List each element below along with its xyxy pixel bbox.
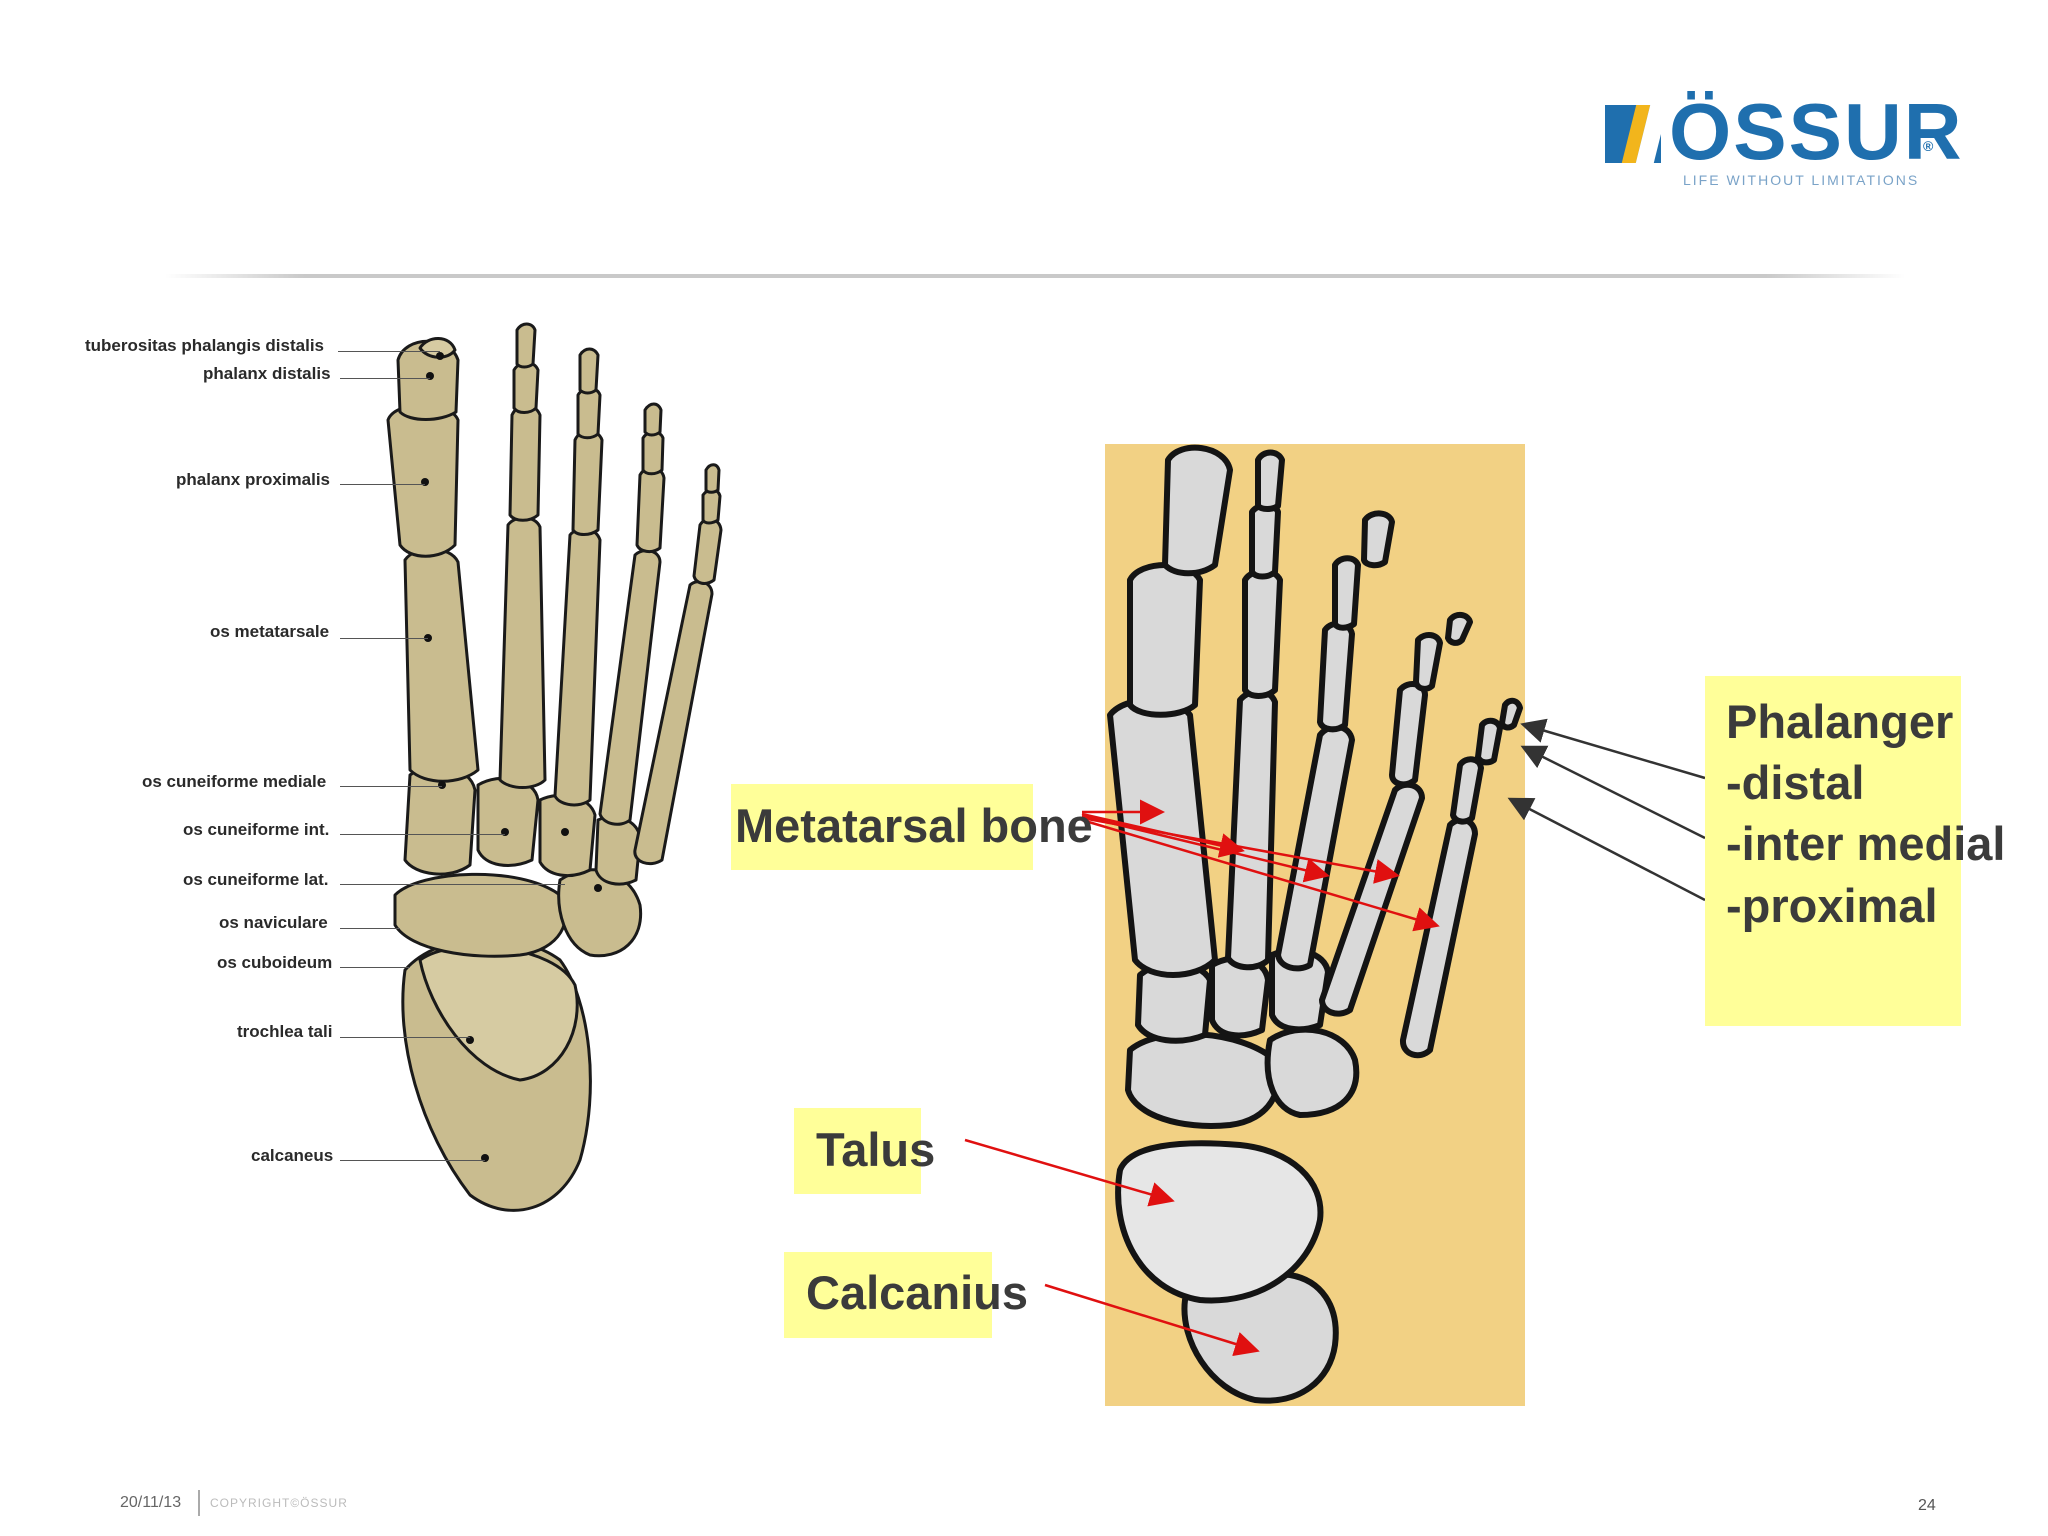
cuboid-bone-right bbox=[1264, 1026, 1360, 1118]
phalanger-inter-medial: -inter medial bbox=[1726, 817, 2006, 870]
label-calcaneus: calcaneus bbox=[251, 1146, 334, 1165]
ossur-logo: ÖSSUR ® LIFE WITHOUT LIMITATIONS bbox=[1605, 87, 1962, 200]
label-os-cuneiforme-mediale: os cuneiforme mediale bbox=[142, 772, 327, 791]
big-toe-distal-phalanx bbox=[396, 339, 460, 421]
metatarsal-3-right bbox=[1275, 723, 1355, 972]
leader-line bbox=[340, 638, 428, 639]
toe5-distal-phalanx bbox=[704, 463, 721, 494]
arrow-talus bbox=[964, 1138, 1175, 1207]
label-os-cuneiforme-int: os cuneiforme int. bbox=[183, 820, 330, 839]
arrow-metatarsal-4 bbox=[1081, 816, 1400, 884]
toe4-distal-right bbox=[1445, 612, 1473, 646]
arrow-phalanx-distal bbox=[1520, 718, 1706, 780]
label-os-cuboideum: os cuboideum bbox=[217, 953, 333, 972]
phalanger-title: Phalanger bbox=[1726, 695, 1954, 748]
toe5-distal-right bbox=[1499, 697, 1523, 731]
calcanius-callout-bg bbox=[784, 1252, 992, 1338]
navicular-bone-right bbox=[1125, 1031, 1281, 1129]
label-trochlea-tali: trochlea tali bbox=[237, 1022, 333, 1041]
toe2-proximal-right bbox=[1242, 568, 1283, 699]
label-os-metatarsale: os metatarsale bbox=[210, 622, 330, 641]
metatarsal-callout-bg bbox=[731, 784, 1033, 870]
logo-tagline: LIFE WITHOUT LIMITATIONS bbox=[1683, 172, 1920, 188]
footer-separator bbox=[198, 1490, 200, 1516]
label-os-cuneiforme-lat: os cuneiforme lat. bbox=[183, 870, 329, 889]
leader-line bbox=[340, 1037, 470, 1038]
toe3-proximal-right bbox=[1317, 620, 1355, 733]
phalanger-arrows bbox=[1507, 718, 1706, 902]
metatarsal-callout: Metatarsal bone bbox=[735, 799, 1093, 852]
label-phalanx-proximalis: phalanx proximalis bbox=[176, 470, 330, 489]
toe5-proximal-right bbox=[1450, 756, 1484, 825]
metatarsal-2-right bbox=[1225, 688, 1278, 971]
label-phalanx-distalis: phalanx distalis bbox=[203, 364, 331, 383]
big-toe-distal-right bbox=[1162, 444, 1233, 577]
arrow-phalanx-inter-medial bbox=[1520, 745, 1706, 840]
footer-date: 20/11/13 bbox=[120, 1494, 182, 1511]
leader-line bbox=[340, 967, 410, 968]
big-toe-proximal-right bbox=[1127, 562, 1203, 718]
toe2-distal-right bbox=[1255, 449, 1285, 512]
leader-line bbox=[340, 1160, 485, 1161]
leader-line bbox=[340, 928, 400, 929]
footer-copyright: COPYRIGHT©ÖSSUR bbox=[210, 1496, 348, 1510]
page-number: 24 bbox=[1918, 1497, 1936, 1514]
cuneiform-2-right bbox=[1209, 955, 1271, 1039]
toe4-middle-right bbox=[1413, 632, 1443, 692]
metatarsal-1-right bbox=[1107, 697, 1218, 978]
metatarsal-arrows bbox=[964, 799, 1440, 1357]
logo-registered-mark: ® bbox=[1923, 138, 1934, 154]
phalanger-proximal: -proximal bbox=[1726, 879, 1938, 932]
header-divider bbox=[165, 274, 1905, 278]
leader-line bbox=[340, 834, 505, 835]
toe2-middle-right bbox=[1249, 502, 1281, 580]
talus-callout: Talus bbox=[816, 1123, 936, 1176]
toe2-distal-phalanx bbox=[515, 322, 537, 369]
leader-line bbox=[340, 378, 430, 379]
logo-wordmark: ÖSSUR bbox=[1669, 87, 1964, 176]
label-tuberositas-phalangis-distalis: tuberositas phalangis distalis bbox=[85, 336, 325, 355]
toe3-middle-right bbox=[1332, 555, 1361, 631]
toe4-proximal-right bbox=[1389, 681, 1428, 788]
leader-line bbox=[340, 484, 425, 485]
arrow-metatarsal-5 bbox=[1081, 818, 1440, 932]
talus-callout-bg bbox=[794, 1108, 921, 1194]
arrow-calcanius bbox=[1044, 1283, 1260, 1357]
phalanger-distal: -distal bbox=[1726, 756, 1865, 809]
logo-mark-icon bbox=[1605, 105, 1669, 163]
calcanius-callout: Calcanius bbox=[806, 1266, 1029, 1319]
leader-line bbox=[340, 884, 565, 885]
toe5-middle-right bbox=[1475, 717, 1503, 766]
arrow-phalanx-proximal bbox=[1507, 797, 1706, 902]
toe3-distal-right bbox=[1361, 510, 1395, 569]
phalanger-callout-bg bbox=[1705, 676, 1961, 1026]
metatarsal-5-right bbox=[1400, 816, 1478, 1059]
leader-line bbox=[338, 351, 440, 352]
leader-line bbox=[340, 786, 442, 787]
navicular-bone bbox=[393, 872, 568, 958]
toe3-distal-phalanx bbox=[578, 347, 600, 395]
big-toe-tuberosity bbox=[418, 337, 457, 359]
label-os-naviculare: os naviculare bbox=[219, 913, 328, 932]
toe4-distal-phalanx bbox=[643, 402, 663, 437]
